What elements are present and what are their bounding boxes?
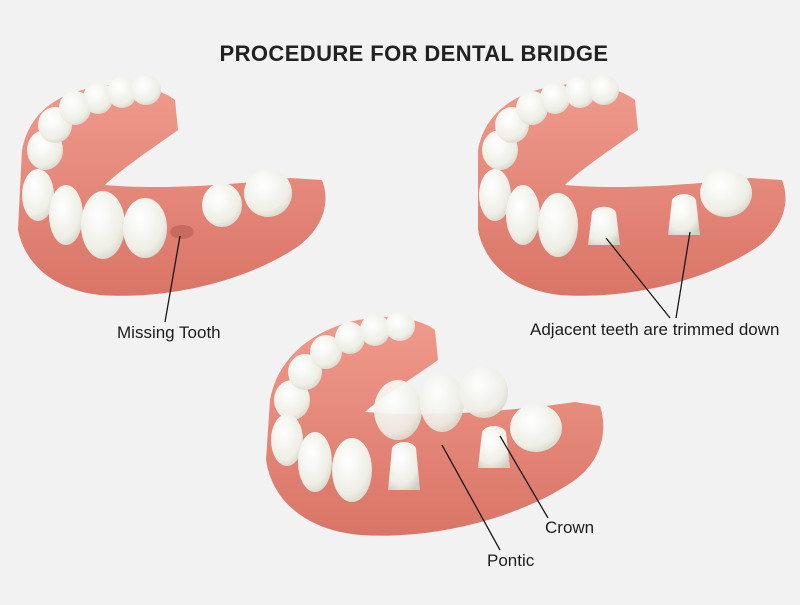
dental-bridge [374, 366, 508, 440]
pontic-leader [441, 444, 501, 551]
trimmed-tooth [588, 206, 620, 245]
jaw-missing-tooth [18, 75, 326, 296]
teeth-front [271, 404, 562, 502]
trimmed-leader-right [675, 231, 691, 319]
teeth-front [22, 169, 292, 259]
bridge-crown [460, 366, 508, 418]
bridge-pontic [420, 372, 464, 432]
trimmed-leader-left [605, 237, 671, 319]
teeth-back-arch [482, 75, 619, 170]
diagram-title: PROCEDURE FOR DENTAL BRIDGE [219, 41, 609, 66]
crown-label: Crown [545, 518, 595, 537]
trimmed-tooth [668, 194, 700, 235]
trimmed-teeth-label: Adjacent teeth are trimmed down [530, 320, 780, 339]
crown-leader [499, 435, 549, 519]
missing-tooth-gap [170, 225, 194, 239]
jaw-trimmed-teeth [478, 75, 786, 296]
leader-lines [164, 231, 691, 551]
pontic-label: Pontic [487, 551, 535, 570]
missing-tooth-label: Missing Tooth [117, 323, 221, 342]
bridge-crown [374, 380, 422, 440]
missing-tooth-leader [164, 235, 181, 323]
trimmed-tooth [478, 426, 510, 468]
teeth-back-arch [274, 311, 415, 420]
trimmed-tooth [388, 442, 420, 490]
jaw-bridge [266, 311, 604, 536]
teeth-front [479, 169, 752, 257]
teeth-back-arch [27, 75, 161, 170]
